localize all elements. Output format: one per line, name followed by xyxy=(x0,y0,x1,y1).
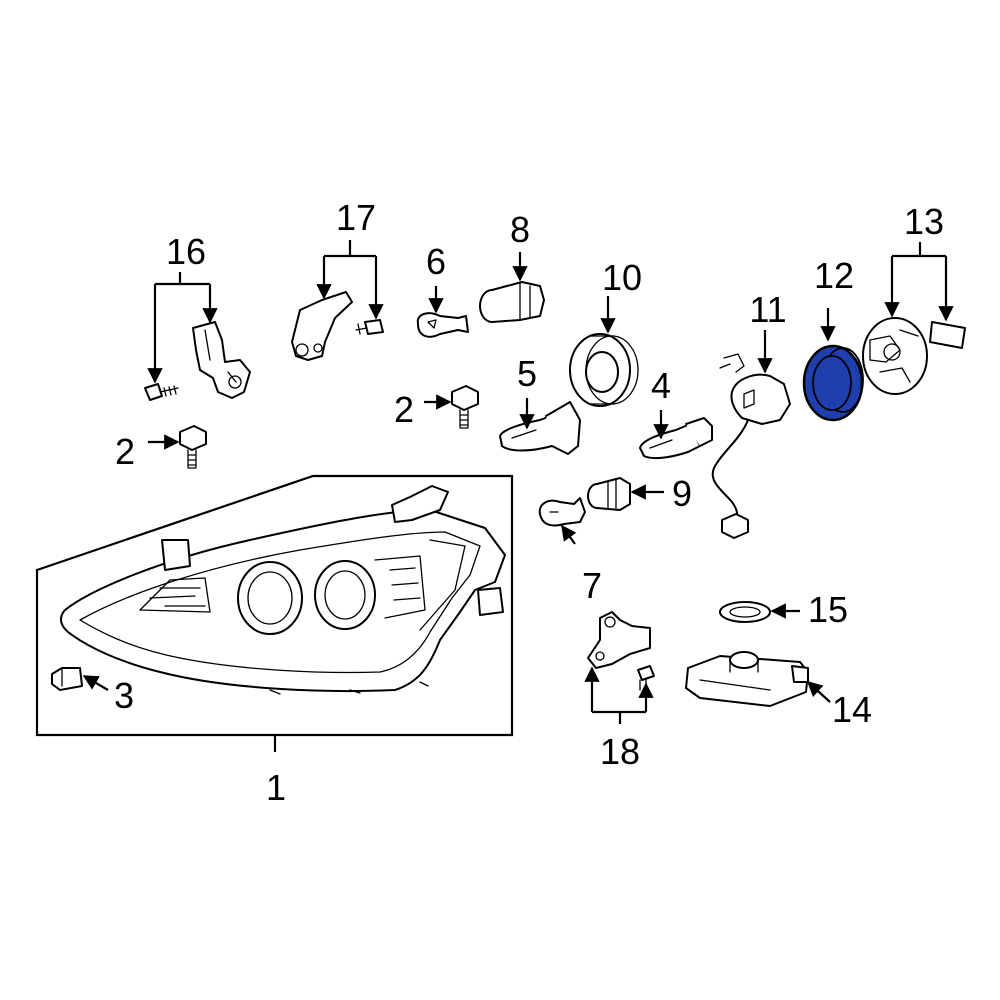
callout-16[interactable]: 16 xyxy=(166,231,206,272)
washer-15-part[interactable] xyxy=(719,601,771,623)
callout-9[interactable]: 9 xyxy=(672,473,692,514)
callout-5[interactable]: 5 xyxy=(517,353,537,394)
socket-8-part[interactable] xyxy=(479,281,545,323)
callout-4[interactable]: 4 xyxy=(651,365,671,406)
bulb-6-part[interactable] xyxy=(416,312,469,338)
label-13-part[interactable] xyxy=(929,321,966,349)
cover-13-part[interactable] xyxy=(862,317,928,395)
callout-1[interactable]: 1 xyxy=(266,767,286,808)
bolt-2-left-part[interactable] xyxy=(179,425,207,469)
callout-7[interactable]: 7 xyxy=(582,565,602,606)
callout-6[interactable]: 6 xyxy=(426,241,446,282)
callout-11[interactable]: 11 xyxy=(749,289,786,330)
callout-12[interactable]: 12 xyxy=(814,255,854,296)
bracket-16-part[interactable] xyxy=(192,321,251,399)
callout-3[interactable]: 3 xyxy=(114,675,134,716)
clip-part[interactable] xyxy=(51,667,83,691)
callout-14[interactable]: 14 xyxy=(832,689,872,730)
leader-lines xyxy=(82,240,954,724)
callout-13[interactable]: 13 xyxy=(904,201,944,242)
socket-harness-11-part[interactable] xyxy=(711,353,791,539)
seal-10-part[interactable] xyxy=(569,333,639,407)
callout-18[interactable]: 18 xyxy=(600,731,640,772)
bulb-4-part[interactable] xyxy=(639,417,713,460)
callout-labels: 1 2 2 3 4 5 6 7 8 9 10 11 12 13 14 15 16… xyxy=(114,197,944,808)
bulb-7-part[interactable] xyxy=(538,497,586,527)
socket-9-part[interactable] xyxy=(587,477,631,511)
ballast-14-part[interactable] xyxy=(685,651,809,707)
callout-10[interactable]: 10 xyxy=(602,257,642,298)
callout-2-mid[interactable]: 2 xyxy=(394,389,414,430)
bracket-17-part[interactable] xyxy=(291,291,353,361)
screw-16-part[interactable] xyxy=(144,383,179,401)
dust-cover-12-highlighted-part[interactable] xyxy=(802,344,864,422)
bulb-5-part[interactable] xyxy=(499,401,581,455)
headlamp-assembly-part[interactable] xyxy=(59,485,506,695)
bracket-18-part[interactable] xyxy=(587,611,651,669)
callout-8[interactable]: 8 xyxy=(510,209,530,250)
callout-17[interactable]: 17 xyxy=(336,197,376,238)
callout-2-left[interactable]: 2 xyxy=(115,431,135,472)
bolt-2-mid-part[interactable] xyxy=(451,385,479,429)
screw-17-part[interactable] xyxy=(355,319,384,335)
callout-15[interactable]: 15 xyxy=(808,589,848,630)
